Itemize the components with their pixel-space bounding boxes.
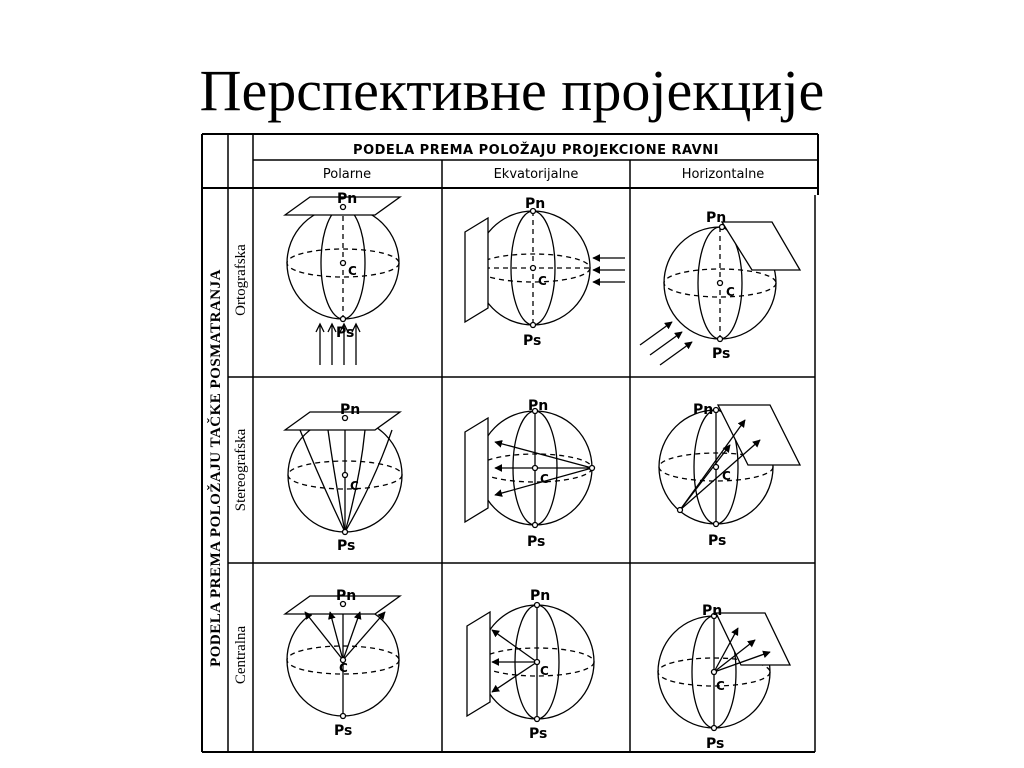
label-ps-equatorial-stereo: Ps: [527, 534, 545, 550]
label-c-polar-stereo: C: [350, 479, 359, 493]
top-header: PODELA PREMA POLOŽAJU PROJEKCIONE RAVNI: [353, 142, 719, 158]
label-pn-horizontal-stereo: Pn: [693, 402, 713, 418]
label-pn-equatorial-ortho: Pn: [525, 196, 545, 212]
label-ps-equatorial-central: Ps: [529, 726, 547, 742]
diagram-polar-orthographic: [282, 196, 403, 365]
label-c-equatorial-central: C: [540, 664, 549, 678]
diagram-equatorial-stereographic: [464, 407, 596, 529]
diagram-polar-central: [282, 595, 403, 720]
label-ps-horizontal-central: Ps: [706, 736, 724, 752]
label-ps-horizontal-ortho: Ps: [712, 346, 730, 362]
diagram-polar-stereographic: [282, 411, 403, 536]
column-header-horizontalne: Horizontalne: [682, 167, 765, 182]
label-pn-horizontal-central: Pn: [702, 603, 722, 619]
label-c-equatorial-ortho: C: [538, 274, 547, 288]
label-ps-polar-ortho: Ps: [336, 325, 354, 341]
diagram-horizontal-central: [657, 612, 792, 732]
column-header-ekvatorijalne: Ekvatorijalne: [494, 167, 579, 182]
label-pn-polar-stereo: Pn: [340, 402, 360, 418]
side-header: PODELA PREMA POLOŽAJU TAČKE POSMATRANJA: [207, 269, 224, 667]
label-ps-polar-stereo: Ps: [337, 538, 355, 554]
label-c-horizontal-stereo: C: [722, 469, 731, 483]
label-ps-horizontal-stereo: Ps: [708, 533, 726, 549]
label-c-polar-central: C: [339, 661, 348, 675]
label-pn-polar-ortho: Pn: [337, 191, 357, 207]
column-header-polarne: Polarne: [323, 167, 371, 182]
label-pn-equatorial-central: Pn: [530, 588, 550, 604]
diagram-equatorial-orthographic: [464, 207, 625, 329]
diagram-horizontal-orthographic: [639, 221, 802, 366]
row-header-centralna: Centralna: [233, 626, 249, 685]
diagram-equatorial-central: [466, 601, 595, 723]
label-ps-polar-central: Ps: [334, 723, 352, 739]
label-c-equatorial-stereo: C: [540, 472, 549, 486]
label-c-horizontal-central: C: [716, 679, 725, 693]
diagram-horizontal-stereographic: [658, 404, 802, 528]
slide-title: Перспективне пројекције: [199, 58, 825, 123]
table-grid: [201, 133, 819, 753]
label-c-horizontal-ortho: C: [726, 285, 735, 299]
row-header-ortografska: Ortografska: [233, 244, 249, 316]
label-c-polar-ortho: C: [348, 264, 357, 278]
label-pn-horizontal-ortho: Pn: [706, 210, 726, 226]
label-ps-equatorial-ortho: Ps: [523, 333, 541, 349]
row-header-stereografska: Stereografska: [233, 428, 249, 511]
label-pn-polar-central: Pn: [336, 588, 356, 604]
label-pn-equatorial-stereo: Pn: [528, 398, 548, 414]
